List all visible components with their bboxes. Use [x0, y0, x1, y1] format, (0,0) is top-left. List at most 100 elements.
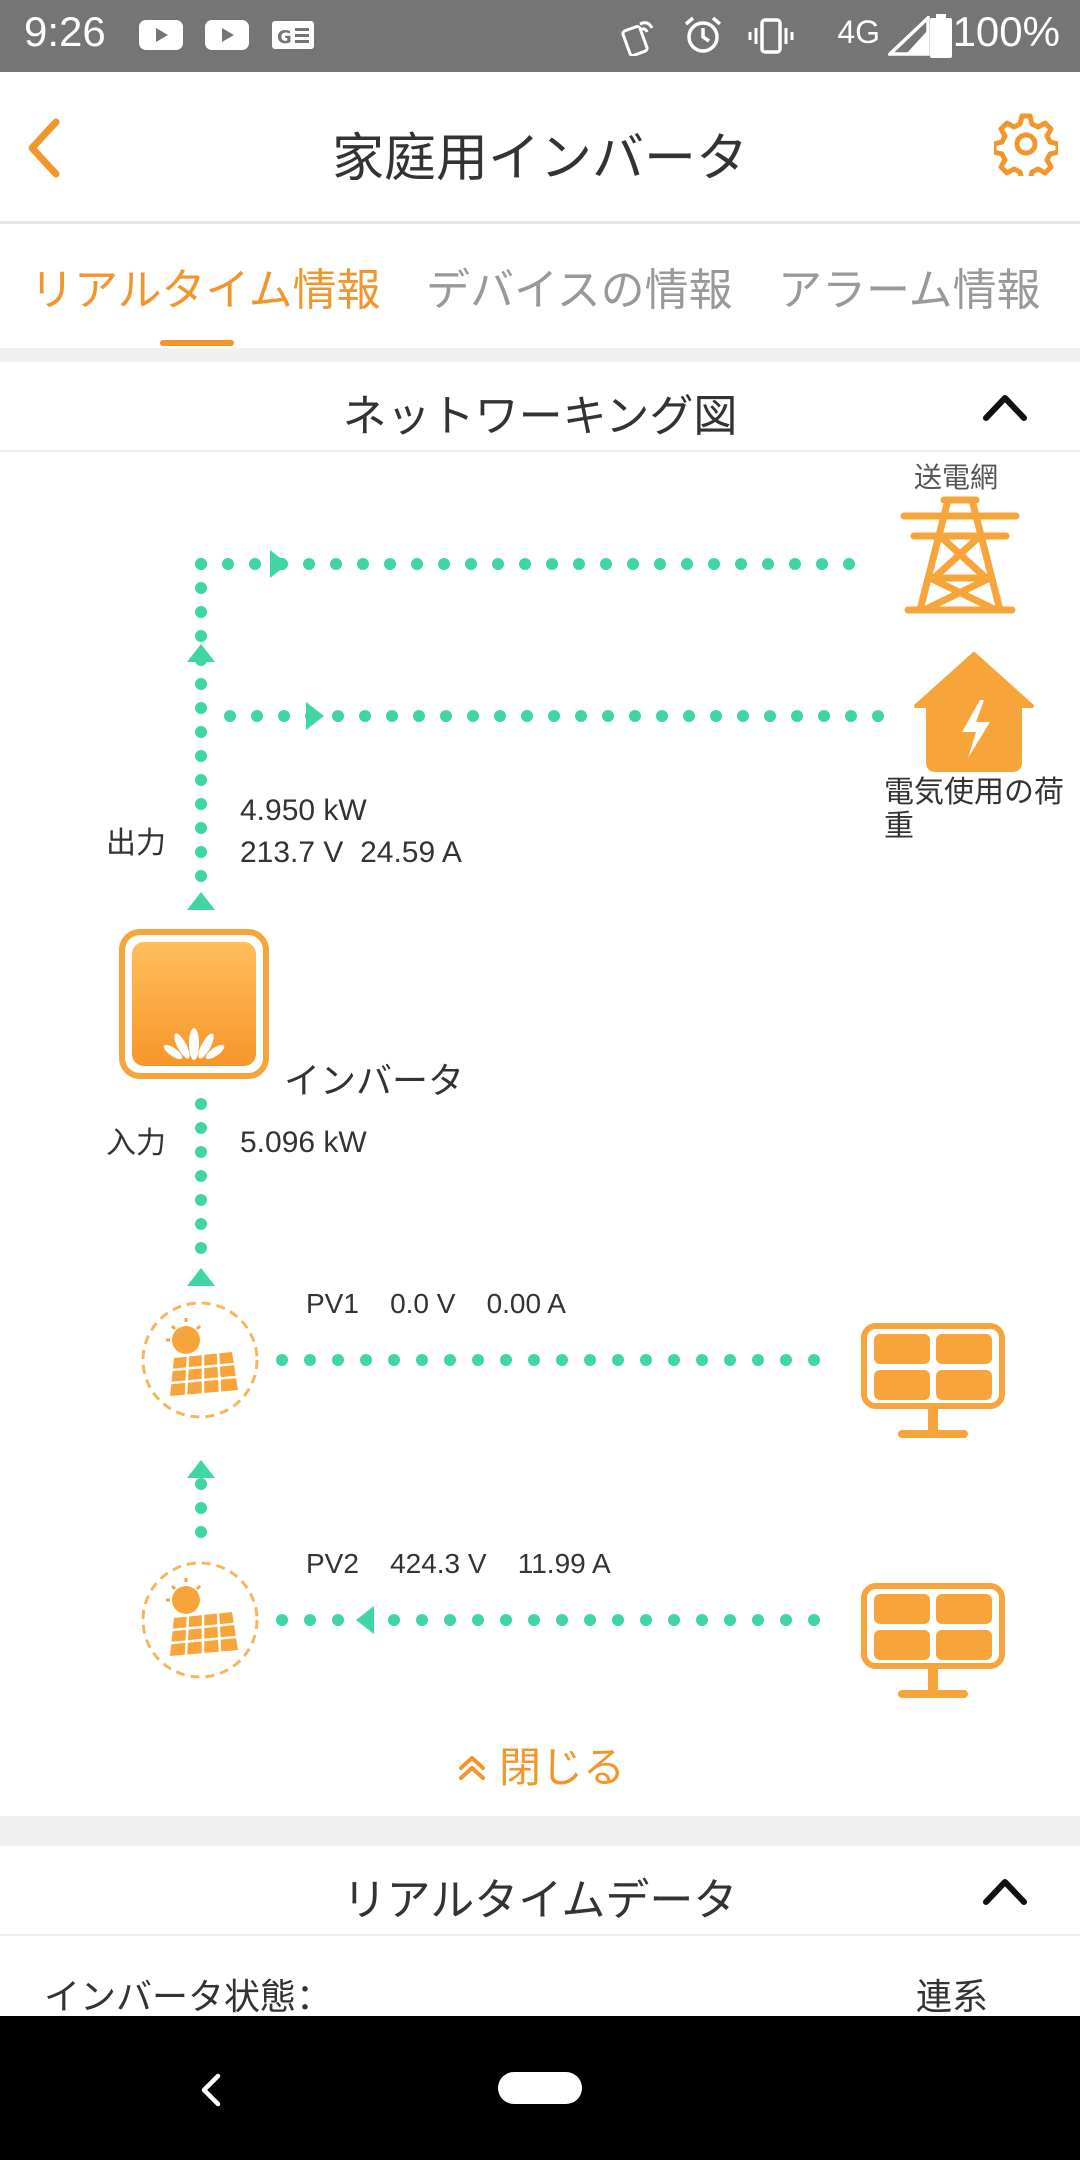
- pv2-name: PV2: [306, 1548, 359, 1579]
- nav-back-icon[interactable]: [190, 2060, 230, 2120]
- flow-dot: [519, 558, 531, 570]
- nav-home-button[interactable]: [498, 2072, 582, 2104]
- flow-dot: [640, 1614, 652, 1626]
- gear-icon[interactable]: [994, 112, 1058, 176]
- flow-dot: [656, 710, 668, 722]
- flow-dot: [528, 1614, 540, 1626]
- chevron-up-icon[interactable]: [980, 386, 1030, 426]
- flow-dot: [737, 710, 749, 722]
- battery-icon: [930, 14, 952, 58]
- flow-dot: [388, 1614, 400, 1626]
- flow-dot: [724, 1354, 736, 1366]
- realtime-data-section-header[interactable]: リアルタイムデータ: [0, 1846, 1080, 1936]
- page-title: 家庭用インバータ: [331, 129, 748, 189]
- input-power: 5.096 kW: [240, 1126, 367, 1159]
- flow-dot: [612, 1354, 624, 1366]
- flow-dot: [360, 1354, 372, 1366]
- flow-dot: [780, 1354, 792, 1366]
- flow-dot: [467, 710, 479, 722]
- flow-dot: [251, 710, 263, 722]
- flow-dot: [500, 1614, 512, 1626]
- flow-dot: [546, 558, 558, 570]
- flow-dot: [752, 1354, 764, 1366]
- pv2-readout: PV2 424.3 V 11.99 A: [306, 1548, 611, 1580]
- svg-text:G: G: [277, 27, 292, 48]
- youtube-icon: [205, 20, 249, 50]
- flow-dot: [444, 1614, 456, 1626]
- flow-dot: [654, 558, 666, 570]
- chevron-up-icon[interactable]: [980, 1870, 1030, 1910]
- flow-arrow: [306, 702, 324, 730]
- flow-dot: [816, 558, 828, 570]
- flow-dot: [222, 558, 234, 570]
- flow-dot: [602, 710, 614, 722]
- active-tab-indicator: [160, 340, 234, 346]
- flow-dot: [444, 1354, 456, 1366]
- flow-dot: [224, 710, 236, 722]
- flow-dot: [195, 1526, 207, 1538]
- flow-dot: [330, 558, 342, 570]
- output-voltage-current: 213.7 V 24.59 A: [240, 836, 462, 869]
- networking-section-header[interactable]: ネットワーキング図: [0, 362, 1080, 452]
- flow-dot: [640, 1354, 652, 1366]
- flow-arrow: [187, 1460, 215, 1478]
- flow-dot: [359, 710, 371, 722]
- flow-dot: [195, 750, 207, 762]
- vibrate-icon: [748, 18, 794, 54]
- flow-dot: [332, 1354, 344, 1366]
- flow-dot: [332, 1614, 344, 1626]
- flow-dot: [195, 774, 207, 786]
- flow-dot: [195, 606, 207, 618]
- flow-dot: [584, 1354, 596, 1366]
- flow-dot: [789, 558, 801, 570]
- flow-dot: [388, 1354, 400, 1366]
- flow-dot: [416, 1614, 428, 1626]
- flow-dot: [304, 1354, 316, 1366]
- networking-diagram: 送電網 電気使用の荷重 出力 4.950 kW 213.7 V 24.59 A: [0, 454, 1080, 1816]
- solar-panel-icon: [861, 1323, 1005, 1438]
- flow-arrow: [187, 644, 215, 662]
- flow-dot: [195, 726, 207, 738]
- flow-dot: [195, 630, 207, 642]
- flow-arrow: [270, 550, 288, 578]
- flow-dot: [195, 1218, 207, 1230]
- flow-dot: [528, 1354, 540, 1366]
- flow-dot: [195, 558, 207, 570]
- network-type: 4G: [837, 14, 880, 50]
- flow-dot: [573, 558, 585, 570]
- flow-dot: [629, 710, 641, 722]
- back-arrow-icon[interactable]: [10, 108, 80, 188]
- output-power: 4.950 kW: [240, 794, 367, 827]
- flow-dot: [195, 582, 207, 594]
- flow-dot: [752, 1614, 764, 1626]
- flow-dot: [276, 1354, 288, 1366]
- pv-string-icon: [141, 1301, 259, 1419]
- flow-dot: [278, 710, 290, 722]
- pv2-voltage: 424.3 V: [390, 1548, 487, 1579]
- flow-dot: [735, 558, 747, 570]
- flow-dot: [195, 1194, 207, 1206]
- pv1-voltage: 0.0 V: [390, 1288, 456, 1319]
- flow-dot: [683, 710, 695, 722]
- tab-alarm-info[interactable]: アラーム情報: [778, 265, 1041, 316]
- grid-label: 送電網: [914, 461, 999, 494]
- inverter-icon[interactable]: [118, 928, 270, 1080]
- collapse-diagram-button[interactable]: 閉じる: [0, 1734, 1080, 1795]
- divider: [0, 348, 1080, 362]
- house-load-icon: [914, 652, 1034, 772]
- flow-dot: [710, 710, 722, 722]
- flow-dot: [492, 558, 504, 570]
- flow-dot: [708, 558, 720, 570]
- news-icon: G: [272, 21, 314, 49]
- tab-bar: リアルタイム情報 デバイスの情報 アラーム情報: [0, 224, 1080, 348]
- flow-dot: [500, 1354, 512, 1366]
- load-label: 電気使用の荷重: [884, 775, 1064, 844]
- tab-device-info[interactable]: デバイスの情報: [426, 265, 733, 316]
- tab-realtime-info[interactable]: リアルタイム情報: [30, 265, 381, 316]
- divider: [0, 1816, 1080, 1846]
- battery-percent: 100%: [952, 8, 1060, 55]
- inverter-status-label: インバータ状態：: [44, 1977, 333, 2018]
- flow-dot: [195, 702, 207, 714]
- double-chevron-up-icon: [458, 1756, 485, 1780]
- flow-dot: [249, 558, 261, 570]
